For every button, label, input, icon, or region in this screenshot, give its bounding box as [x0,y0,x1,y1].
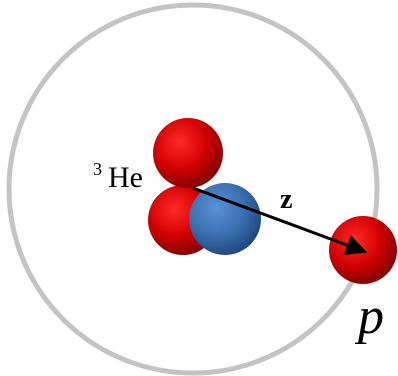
nucleus-mass-number: 3 [93,159,102,179]
z-vector-arrow [192,186,367,256]
proton-upper [153,118,223,188]
particle-label: p [354,288,384,345]
nucleus-label: 3 He [93,159,143,194]
nucleus-symbol: He [108,161,143,194]
vector-label: z [280,184,292,215]
neutron [189,183,261,255]
boundary-circle [6,2,380,376]
